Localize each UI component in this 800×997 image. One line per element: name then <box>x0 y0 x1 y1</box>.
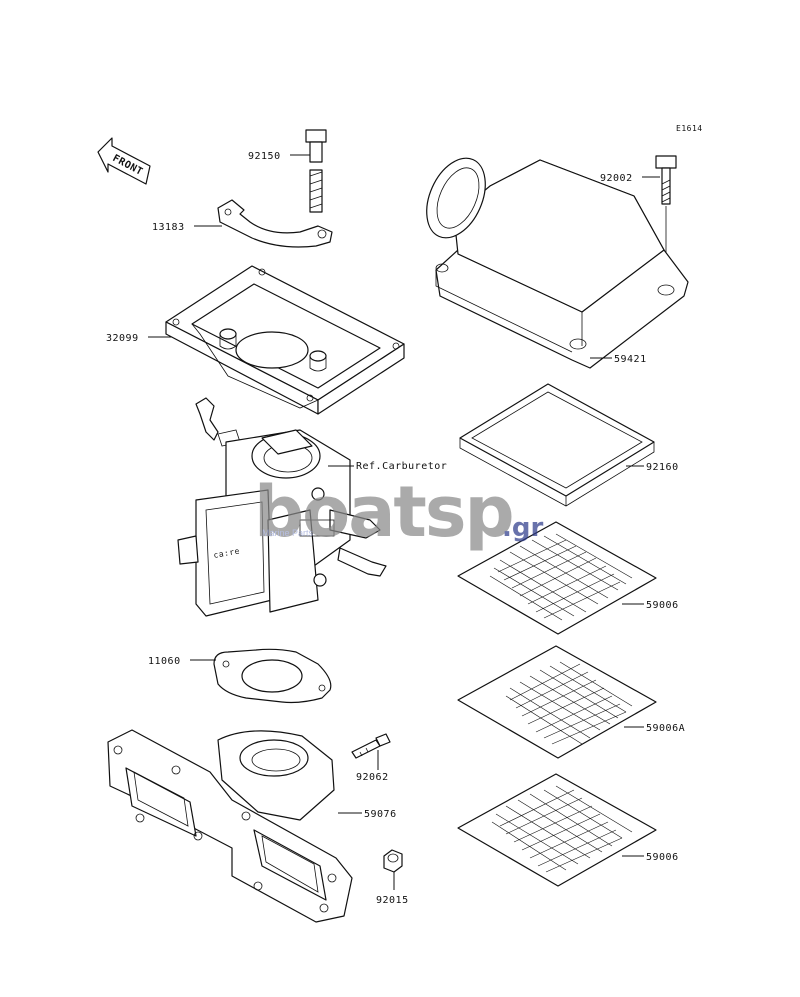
watermark-main: boatsp <box>254 471 513 553</box>
stud-92062 <box>351 733 391 759</box>
bracket-13183 <box>217 199 333 248</box>
gasket-11060 <box>213 648 332 704</box>
callout-59421: 59421 <box>614 354 647 365</box>
diagram-id: E1614 <box>676 124 703 133</box>
carburetor: ca:re <box>177 397 387 617</box>
bolt-92150 <box>305 129 327 213</box>
screen-59006-top <box>457 521 657 635</box>
callout-92160: 92160 <box>646 462 679 473</box>
callout-13183: 13183 <box>152 222 185 233</box>
watermark-sub: Marine Parts <box>262 528 314 538</box>
nut-92015 <box>383 849 403 873</box>
airbox-cover-59421 <box>426 157 689 369</box>
callout-92150: 92150 <box>248 151 281 162</box>
callout-59006-top: 59006 <box>646 600 679 611</box>
callout-carburetor: Ref.Carburetor <box>356 461 447 472</box>
front-arrow-icon: FRONT <box>97 137 151 185</box>
callout-92015: 92015 <box>376 895 409 906</box>
watermark-tld: .gr <box>502 513 543 543</box>
callout-59006-bottom: 59006 <box>646 852 679 863</box>
callout-32099: 32099 <box>106 333 139 344</box>
callout-11060: 11060 <box>148 656 181 667</box>
manifold-59076 <box>107 729 353 923</box>
callout-59076: 59076 <box>364 809 397 820</box>
screen-59006A <box>457 645 657 759</box>
callout-59006A: 59006A <box>646 723 685 734</box>
seal-92160 <box>459 383 655 507</box>
callout-92002: 92002 <box>600 173 633 184</box>
watermark-logo: boatsp .gr Marine Parts <box>254 471 543 553</box>
screen-59006-bottom <box>457 773 657 887</box>
bolt-92002 <box>655 155 677 205</box>
base-plate-32099 <box>165 265 405 415</box>
callout-92062: 92062 <box>356 772 389 783</box>
